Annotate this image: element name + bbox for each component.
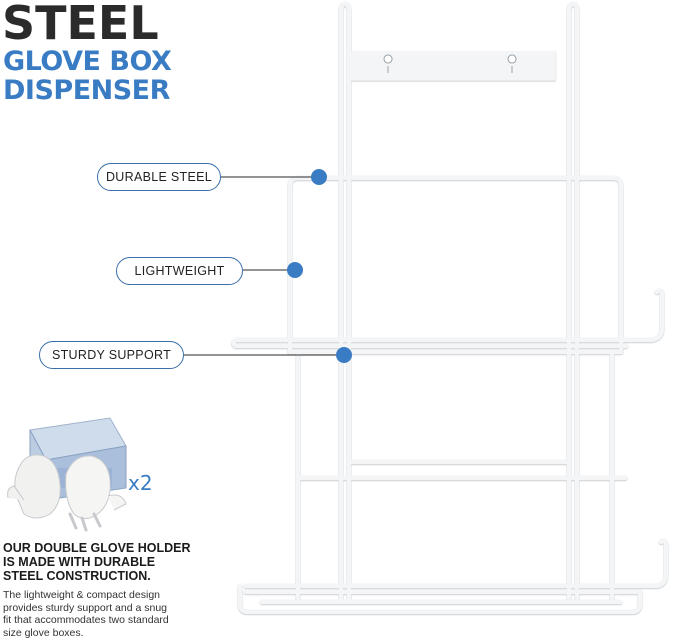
- mount-hole-right: [507, 54, 517, 73]
- callout-dot-1: [311, 169, 327, 185]
- title-line-1: GLOVE BOX: [3, 46, 172, 77]
- description-body: The lightweight & compact design provide…: [3, 589, 225, 639]
- description-body-line: provides sturdy support and a snug: [3, 601, 168, 614]
- description-heading-line: OUR DOUBLE GLOVE HOLDER: [3, 541, 191, 555]
- description-body-line: fit that accommodates two standard: [3, 614, 169, 626]
- description-heading: OUR DOUBLE GLOVE HOLDER IS MADE WITH DUR…: [3, 541, 233, 583]
- callout-dot-3: [336, 347, 352, 363]
- callout-label: STURDY SUPPORT: [51, 348, 172, 362]
- callout-dot-2: [287, 262, 303, 278]
- glove-box-icon: [7, 417, 127, 532]
- callout-sturdy-support: STURDY SUPPORT: [39, 341, 184, 369]
- callout-label: DURABLE STEEL: [105, 170, 213, 184]
- description-heading-line: STEEL CONSTRUCTION.: [3, 569, 151, 583]
- callout-lightweight: LIGHTWEIGHT: [116, 257, 243, 285]
- description-body-line: size glove boxes.: [3, 626, 84, 639]
- description-body-line: The lightweight & compact design: [3, 589, 161, 601]
- title-line-2: DISPENSER: [3, 75, 170, 106]
- description-heading-line: IS MADE WITH DURABLE: [3, 555, 156, 569]
- callout-label: LIGHTWEIGHT: [134, 264, 225, 278]
- quantity-label: x2: [128, 471, 153, 495]
- mount-hole-left: [383, 54, 393, 73]
- callout-durable-steel: DURABLE STEEL: [97, 163, 221, 191]
- title-main: STEEL: [2, 0, 159, 50]
